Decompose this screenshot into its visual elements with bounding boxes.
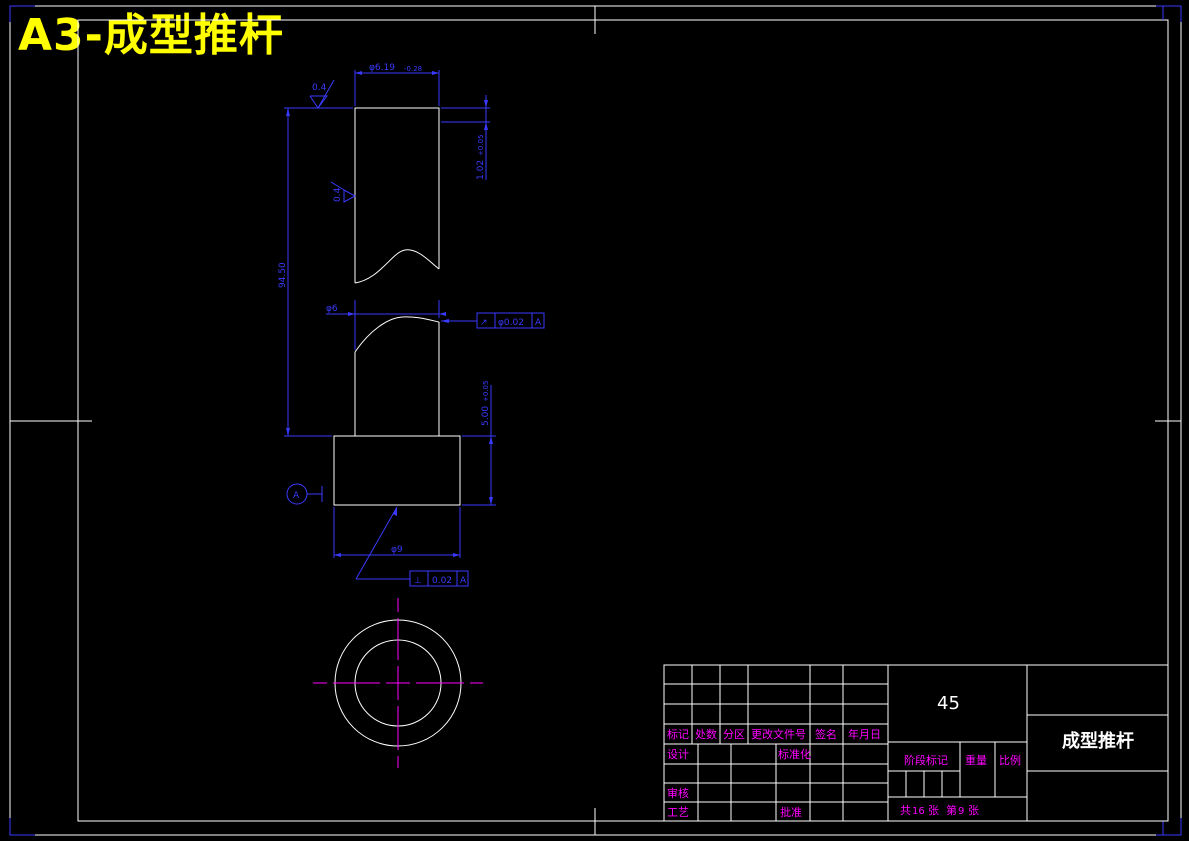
outer-frame (9, 5, 1182, 836)
perp-symbol: ⊥ (414, 576, 422, 586)
tb-col-signature: 签名 (815, 727, 837, 741)
upper-length-text: 1.02 (476, 160, 486, 180)
tb-weight: 重量 (965, 753, 987, 767)
head-length-tol-text: +0.05 (482, 381, 490, 402)
centering-marks (10, 6, 1181, 835)
tb-sheet-total: 16 (912, 806, 925, 817)
dimension-lines (284, 70, 496, 580)
roughness-top-text: 0.4 (312, 83, 327, 93)
tb-row-design: 设计 (667, 748, 689, 761)
tb-row-approve: 批准 (780, 805, 802, 819)
feature-control-frames (409, 312, 545, 587)
runout-datum-text: A (535, 318, 542, 328)
tb-part-name: 成型推杆 (1062, 730, 1134, 752)
tb-sheet-no-unit: 张 (968, 804, 979, 817)
inner-frame (77, 19, 1169, 822)
tb-sheet-unit: 张 (928, 804, 939, 817)
tb-scale: 比例 (999, 753, 1021, 767)
perp-datum-text: A (460, 576, 467, 586)
runout-value-text: φ0.02 (498, 318, 524, 328)
total-length-text: 94.50 (278, 262, 288, 288)
tb-col-count: 处数 (695, 728, 717, 741)
tb-col-date: 年月日 (848, 727, 881, 741)
drawing-headline: A3-成型推杆 (18, 10, 284, 61)
tb-stage-mark: 阶段标记 (904, 753, 948, 767)
tb-sheet-no-label: 第 (946, 803, 957, 817)
datum-a-label: A (293, 491, 300, 501)
mid-diameter-text: φ6 (326, 304, 338, 314)
dimension-texts: φ6.19 -0.28 0.4 0.4 1.02 +0.05 94.50 φ6 … (278, 63, 542, 586)
title-block (663, 664, 1169, 822)
dimension-arrows (286, 71, 493, 557)
tb-material: 45 (937, 693, 960, 714)
tb-row-review: 审核 (667, 786, 689, 800)
upper-length-tol-text: +0.05 (477, 135, 485, 156)
top-diameter-tol-text: -0.28 (404, 65, 422, 73)
head-diameter-text: φ9 (391, 545, 403, 555)
tb-row-process: 工艺 (667, 806, 689, 819)
tb-sheet-no: 9 (958, 806, 964, 817)
center-lines (313, 598, 483, 768)
tb-sheet-total-label: 共 (900, 804, 911, 817)
title-block-texts: 标记 处数 分区 更改文件号 签名 年月日 设计 标准化 审核 工艺 批准 阶段… (667, 693, 1134, 819)
tb-col-mark: 标记 (667, 727, 689, 741)
tb-row-standard: 标准化 (778, 747, 811, 761)
tb-col-change-doc: 更改文件号 (751, 727, 806, 741)
corner-marks (9, 5, 1182, 836)
head-length-text: 5.00 (481, 406, 491, 426)
top-diameter-text: φ6.19 (369, 63, 395, 73)
perp-value-text: 0.02 (432, 576, 452, 586)
runout-symbol: ↗ (480, 318, 488, 328)
roughness-side-text: 0.4 (333, 187, 343, 202)
tb-col-zone: 分区 (723, 728, 745, 741)
